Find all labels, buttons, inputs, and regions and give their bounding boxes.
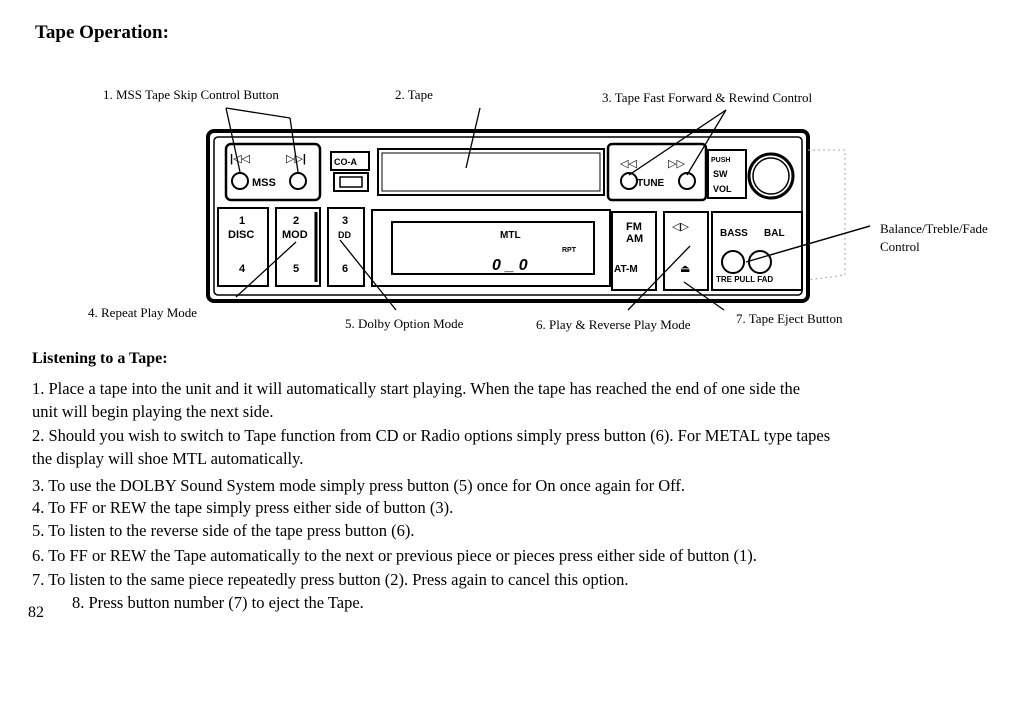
instruction-line: 4. To FF or REW the tape simply press ei… [32,498,454,517]
fm-label: FM [626,221,642,233]
at-m-label: AT-M [614,264,638,275]
volume-knob [747,152,795,200]
skip-back-icon: |◁◁ [230,153,251,165]
bass-knob [721,250,745,274]
vol-label: VOL [713,184,732,194]
preset-1-label: 1 [239,215,245,227]
sw-label: SW [713,169,728,179]
instruction-line: 5. To listen to the reverse side of the … [32,521,415,540]
callout-balance: Balance/Treble/Fade [880,221,988,236]
preset-3-label: 3 [342,215,348,227]
rewind-icon: ◁◁ [620,158,637,170]
callout-repeat: 4. Repeat Play Mode [88,305,198,320]
instruction-line: 7. To listen to the same piece repeatedl… [32,570,629,589]
instruction-line: 8. Press button number (7) to eject the … [72,593,364,612]
fm-am-panel [611,211,657,291]
instruction-line: 2. Should you wish to switch to Tape fun… [32,426,831,445]
display-digits: 0 _ 0 [492,257,528,274]
callout-mss-skip: 1. MSS Tape Skip Control Button [103,87,279,102]
section-heading: Listening to a Tape: [32,350,168,367]
preset-2-label: 2 [293,215,299,227]
am-label: AM [626,233,643,245]
instruction-line: 1. Place a tape into the unit and it wil… [32,379,801,398]
instruction-line: the display will shoe MTL automatically. [32,449,304,468]
mtl-indicator: MTL [500,230,521,241]
preset-5-label: 5 [293,263,299,275]
aux-button [333,172,369,192]
bal-knob [748,250,772,274]
dolby-label: DD [338,230,351,240]
page-title: Tape Operation: [35,22,169,43]
unit-housing-edge [807,149,846,281]
page-number: 82 [28,604,44,621]
play-reverse-panel [663,211,709,291]
tre-pull-fad-label: TRE PULL FAD [716,275,773,284]
push-label: PUSH [711,157,730,164]
callout-balance-2: Control [880,239,920,254]
bass-label: BASS [720,228,748,239]
co-a-button [330,151,370,171]
skip-forward-icon: ▷▷| [286,153,306,165]
callout-ff-rew: 3. Tape Fast Forward & Rewind Control [602,90,813,105]
instruction-line: 3. To use the DOLBY Sound System mode si… [32,476,685,495]
tune-panel [606,142,708,202]
mss-left-button [231,172,249,190]
tune-label: TUNE [637,178,665,189]
radio-diagram: |◁◁ ▷▷| MSS CO-A ◁◁ ▷▷ TUNE PUSH SW VOL … [206,107,871,311]
instruction-line: 6. To FF or REW the Tape automatically t… [32,546,757,565]
play-reverse-icon: ◁▷ [672,221,689,233]
mss-panel [224,142,322,202]
mss-right-button [289,172,307,190]
mod-label: MOD [282,229,308,241]
display-window [371,209,611,287]
callout-play-reverse: 6. Play & Reverse Play Mode [536,317,691,332]
mss-label: MSS [252,177,276,189]
sw-vol-panel [707,149,747,199]
bal-label: BAL [764,228,785,239]
preset-6-label: 6 [342,263,348,275]
callout-eject: 7. Tape Eject Button [736,311,843,326]
tape-slot [377,148,605,196]
eject-icon: ⏏ [680,263,690,275]
disc-label: DISC [228,229,254,241]
fast-forward-icon: ▷▷ [668,158,685,170]
instruction-line: unit will begin playing the next side. [32,402,274,421]
callout-tape: 2. Tape [395,87,433,102]
preset-4-label: 4 [239,263,246,275]
tone-panel [711,211,803,291]
unit-frame [206,129,810,303]
callout-dolby: 5. Dolby Option Mode [345,316,464,331]
co-a-label: CO-A [334,157,357,167]
rpt-indicator: RPT [562,247,577,254]
